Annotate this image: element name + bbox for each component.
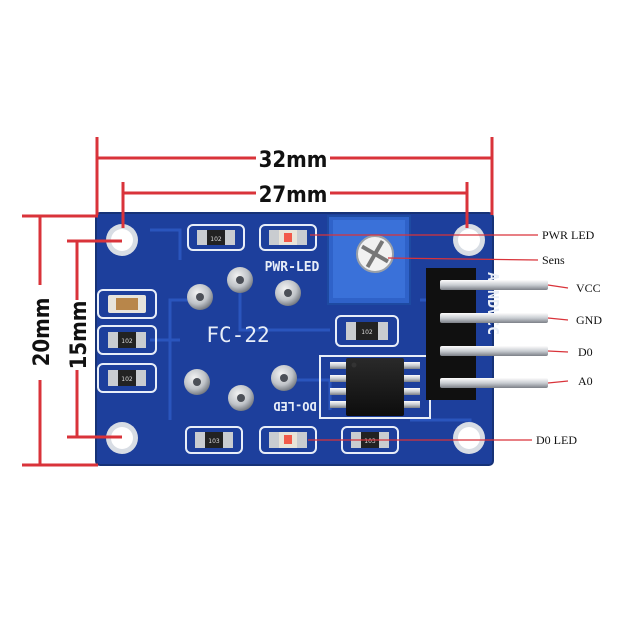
svg-text:102: 102 bbox=[121, 338, 133, 345]
dim-label-27mm: 27mm bbox=[259, 183, 328, 208]
pin-vcc bbox=[440, 280, 548, 290]
svg-text:102: 102 bbox=[361, 329, 373, 336]
pin-a0 bbox=[440, 378, 548, 388]
callout-a0: A0 bbox=[578, 374, 593, 388]
board-model-label: FC-22 bbox=[206, 323, 269, 347]
resistor-r1: 102 bbox=[187, 224, 245, 251]
sensor-pads-bottom bbox=[184, 365, 297, 411]
dim-label-15mm: 15mm bbox=[67, 301, 92, 370]
pwr-led-silk: PWR-LED bbox=[265, 260, 320, 275]
do-led-silk: DO-LED bbox=[273, 399, 316, 413]
callout-gnd: GND bbox=[576, 313, 602, 327]
pin-d0 bbox=[440, 346, 548, 356]
dim-label-20mm: 20mm bbox=[30, 298, 55, 367]
resistor-near-chip: 102 bbox=[335, 315, 399, 347]
dim-label-32mm: 32mm bbox=[259, 148, 328, 173]
callout-lines bbox=[308, 234, 569, 441]
callout-pwr-led: PWR LED bbox=[542, 228, 595, 242]
left-resistors: 102 102 bbox=[97, 289, 157, 393]
header-connector: AGNDVCC bbox=[426, 268, 548, 400]
pwr-led bbox=[259, 224, 317, 251]
svg-text:102: 102 bbox=[210, 236, 222, 243]
potentiometer bbox=[327, 215, 411, 305]
callout-d0-led: D0 LED bbox=[536, 433, 577, 447]
callout-vcc: VCC bbox=[576, 281, 601, 295]
dimension-lines bbox=[22, 137, 494, 467]
svg-text:102: 102 bbox=[121, 376, 133, 383]
pin-gnd bbox=[440, 313, 548, 323]
sensor-pads-top bbox=[187, 267, 301, 310]
callout-sens: Sens bbox=[542, 253, 565, 267]
comparator-chip bbox=[319, 355, 431, 419]
callout-d0: D0 bbox=[578, 345, 593, 359]
svg-text:103: 103 bbox=[208, 438, 220, 445]
pcb-board: 102 PWR-LED FC-22 bbox=[95, 212, 548, 466]
svg-text:103: 103 bbox=[364, 438, 376, 445]
